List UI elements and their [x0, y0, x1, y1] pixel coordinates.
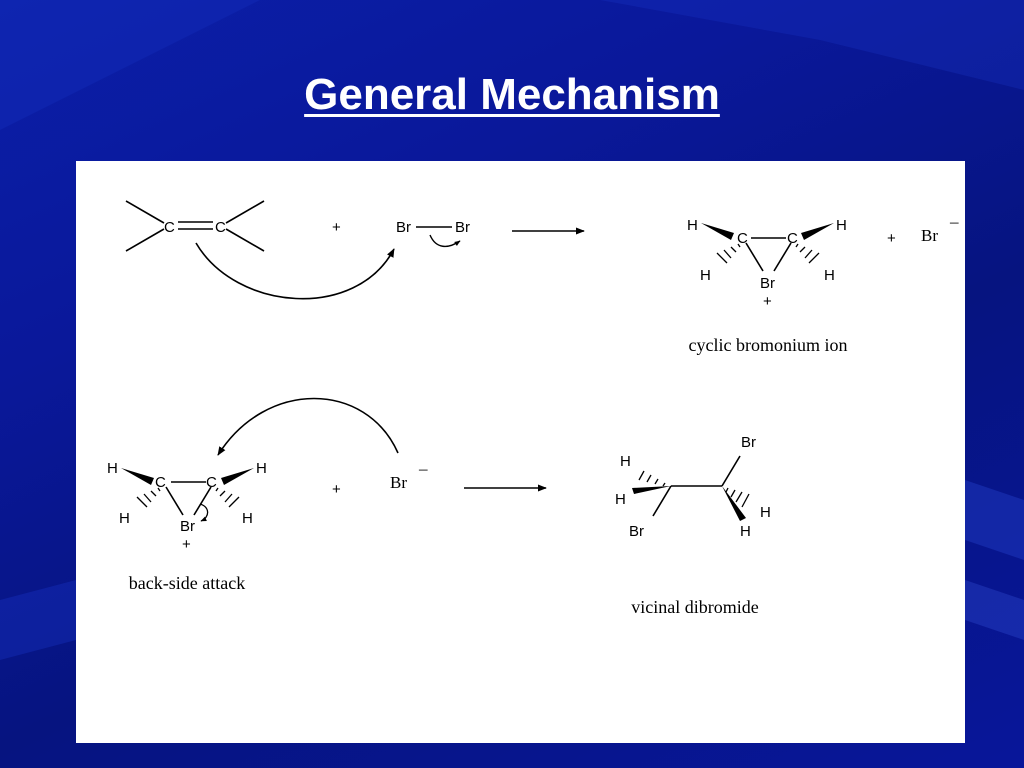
- bromonium-charge: +: [763, 293, 772, 310]
- hash-bond-lower-right: [725, 487, 750, 508]
- wedge-bond-top-right-2: [221, 468, 254, 485]
- bromine-atom-left: Br: [396, 219, 411, 236]
- h-top-left-2: H: [107, 460, 118, 477]
- plus-sign-2: +: [887, 230, 896, 247]
- wedge-bond-top-right: [801, 223, 834, 240]
- dibromide-br-top: Br: [741, 434, 756, 451]
- dibromide-h-right: H: [760, 504, 771, 521]
- dibromide-br-bottom: Br: [629, 523, 644, 540]
- bond-cleavage-arrow: [429, 234, 461, 248]
- dibromide-h-bottom: H: [740, 523, 751, 540]
- h-bottom-left: H: [700, 267, 711, 284]
- caption-back-side-attack: back-side attack: [129, 573, 245, 593]
- h-top-right-2: H: [256, 460, 267, 477]
- h-bottom-right: H: [824, 267, 835, 284]
- wedge-bond-top-left-2: [121, 468, 154, 485]
- bromide-charge-2: –: [418, 459, 428, 478]
- page-title: General Mechanism: [304, 70, 720, 119]
- carbon-left: C: [737, 230, 748, 247]
- bromonium-ion-2: [121, 468, 254, 522]
- carbon-right-2: C: [206, 474, 217, 491]
- ring-opening-arrow: [199, 503, 209, 522]
- caption-vicinal-dibromide: vicinal dibromide: [631, 597, 758, 617]
- plus-sign-1: +: [332, 219, 341, 236]
- bromonium-bromine: Br: [760, 275, 775, 292]
- dibromide-h-upper-left: H: [620, 453, 631, 470]
- h-top-left: H: [687, 217, 698, 234]
- alkene-carbon-left: C: [164, 219, 175, 236]
- mechanism-panel: C C + Br Br: [76, 161, 965, 743]
- pi-bond-attack-arrow: [195, 242, 395, 300]
- bromide-ion: Br: [921, 226, 938, 245]
- carbon-right: C: [787, 230, 798, 247]
- hash-bond-bottom-right: [795, 243, 820, 264]
- h-top-right: H: [836, 217, 847, 234]
- caption-cyclic-bromonium-ion: cyclic bromonium ion: [689, 335, 848, 355]
- hash-bond-upper-left: [638, 470, 666, 487]
- mechanism-scheme: C C + Br Br: [107, 200, 959, 617]
- alkene-carbon-right: C: [215, 219, 226, 236]
- hash-bond-bottom-left-2: [136, 487, 161, 508]
- wedge-bond-left: [632, 486, 671, 494]
- bromide-ion-2: Br: [390, 473, 407, 492]
- bromonium-charge-2: +: [182, 536, 191, 553]
- bromonium-bromine-2: Br: [180, 518, 195, 535]
- wedge-bond-top-left: [701, 223, 734, 240]
- plus-sign-3: +: [332, 481, 341, 498]
- h-bottom-right-2: H: [242, 510, 253, 527]
- bromonium-ion: [701, 223, 834, 272]
- carbon-left-2: C: [155, 474, 166, 491]
- dibromide-h-left: H: [615, 491, 626, 508]
- h-bottom-left-2: H: [119, 510, 130, 527]
- hash-bond-bottom-left: [716, 243, 741, 264]
- bromide-charge: –: [949, 212, 959, 231]
- hash-bond-bottom-right-2: [215, 487, 240, 508]
- bromine-atom-right: Br: [455, 219, 470, 236]
- back-side-attack-arrow: [217, 397, 399, 456]
- wedge-bond-right: [722, 486, 746, 521]
- vicinal-dibromide: [632, 455, 750, 521]
- alkene-molecule: [125, 200, 265, 252]
